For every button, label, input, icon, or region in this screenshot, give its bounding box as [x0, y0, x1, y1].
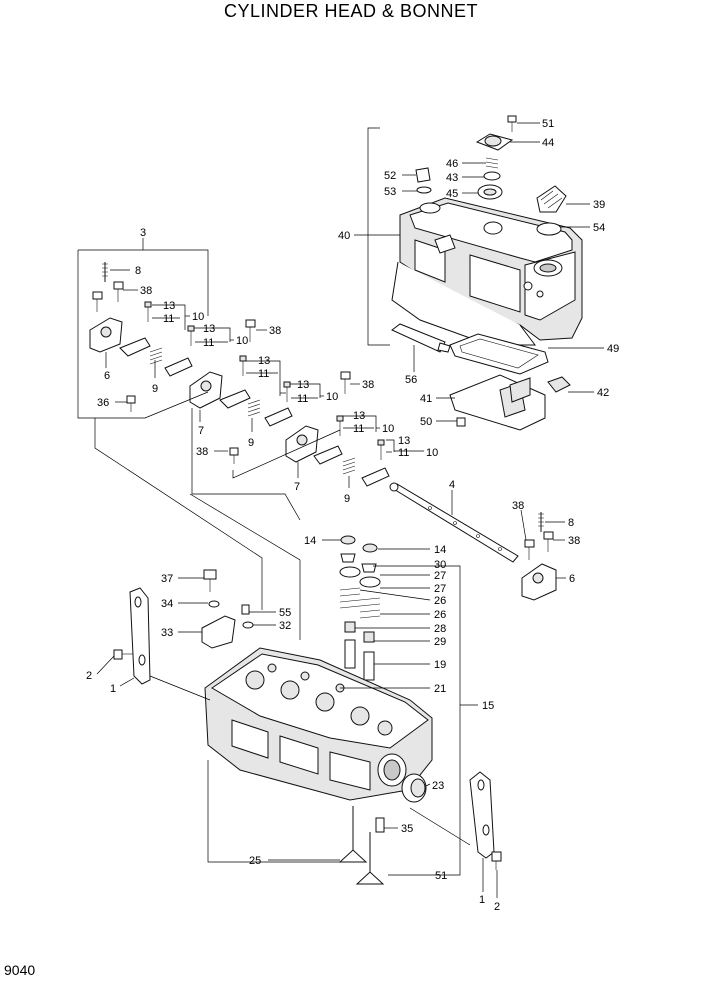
- rocker-shaft-drawing: [389, 482, 557, 601]
- callout-10: 10: [236, 335, 248, 347]
- valve-train-drawing: [339, 535, 381, 681]
- callout-38: 38: [362, 379, 374, 391]
- callout-27: 27: [434, 583, 446, 595]
- callout-27: 27: [434, 570, 446, 582]
- callout-38: 38: [140, 285, 152, 297]
- callout-14: 14: [304, 535, 316, 547]
- callout-13: 13: [398, 435, 410, 447]
- callout-1: 1: [479, 894, 485, 906]
- callout-41: 41: [420, 393, 432, 405]
- callout-56: 56: [405, 374, 417, 386]
- callout-15: 15: [482, 700, 494, 712]
- callout-26: 26: [434, 595, 446, 607]
- callout-38: 38: [196, 446, 208, 458]
- callout-4: 4: [449, 479, 455, 491]
- bonnet-small-parts-drawing: [391, 115, 571, 431]
- page-title: CYLINDER HEAD & BONNET: [223, 1, 479, 21]
- callout-39: 39: [593, 199, 605, 211]
- callout-49: 49: [607, 343, 619, 355]
- callout-14: 14: [434, 544, 446, 556]
- callout-6: 6: [104, 370, 110, 382]
- callout-36: 36: [97, 397, 109, 409]
- callout-45: 45: [446, 188, 458, 200]
- callout-53: 53: [384, 186, 396, 198]
- leader-lines: [77, 122, 604, 898]
- callout-11: 11: [203, 337, 214, 349]
- callout-10: 10: [326, 391, 338, 403]
- callout-55: 55: [279, 607, 291, 619]
- callout-7: 7: [198, 425, 204, 437]
- callout-23: 23: [432, 780, 444, 792]
- callout-13: 13: [297, 379, 309, 391]
- callout-11: 11: [163, 313, 174, 325]
- callout-26: 26: [434, 609, 446, 621]
- callout-13: 13: [163, 300, 175, 312]
- callout-42: 42: [597, 387, 609, 399]
- callout-29: 29: [434, 636, 446, 648]
- callout-9: 9: [344, 493, 350, 505]
- callout-11: 11: [258, 368, 269, 380]
- callout-11: 11: [297, 393, 308, 405]
- rocker-assembly-drawing: [89, 262, 390, 487]
- callout-2: 2: [86, 670, 92, 682]
- callout-11: 11: [353, 423, 364, 435]
- callout-25: 25: [249, 855, 261, 867]
- callout-13: 13: [353, 410, 365, 422]
- callout-52: 52: [384, 170, 396, 182]
- callout-13: 13: [258, 355, 270, 367]
- callout-10: 10: [426, 447, 438, 459]
- callout-46: 46: [446, 158, 458, 170]
- callout-28: 28: [434, 623, 446, 635]
- callout-37: 37: [161, 573, 173, 585]
- callout-labels: 51 44 46 43 52 53 45 39 54 40 49 56 41 4…: [86, 118, 619, 913]
- callout-19: 19: [434, 659, 446, 671]
- callout-10: 10: [192, 311, 204, 323]
- callout-9: 9: [248, 437, 254, 449]
- page-number: 9040: [4, 962, 36, 978]
- callout-50: 50: [420, 416, 432, 428]
- callout-1: 1: [110, 683, 116, 695]
- callout-34: 34: [161, 598, 173, 610]
- callout-40: 40: [338, 230, 350, 242]
- callout-33: 33: [161, 627, 173, 639]
- callout-38: 38: [512, 500, 524, 512]
- left-small-parts-drawing: [113, 569, 254, 685]
- callout-30: 30: [434, 559, 446, 571]
- callout-51: 51: [542, 118, 554, 130]
- callout-10: 10: [382, 423, 394, 435]
- bonnet-cover-drawing: [391, 197, 583, 346]
- callout-7: 7: [294, 481, 300, 493]
- callout-6: 6: [569, 573, 575, 585]
- callout-38: 38: [269, 325, 281, 337]
- callout-3: 3: [140, 227, 146, 239]
- callout-54: 54: [593, 222, 605, 234]
- callout-11: 11: [398, 447, 409, 459]
- callout-8: 8: [135, 265, 141, 277]
- callout-51: 51: [435, 870, 447, 882]
- callout-2: 2: [494, 901, 500, 913]
- callout-35: 35: [401, 823, 413, 835]
- callout-21: 21: [434, 683, 446, 695]
- callout-43: 43: [446, 172, 458, 184]
- cylinder-head-drawing: [204, 647, 502, 885]
- callout-44: 44: [542, 137, 554, 149]
- callout-9: 9: [152, 383, 158, 395]
- callout-38: 38: [568, 535, 580, 547]
- callout-8: 8: [568, 517, 574, 529]
- callout-32: 32: [279, 620, 291, 632]
- callout-13: 13: [203, 323, 215, 335]
